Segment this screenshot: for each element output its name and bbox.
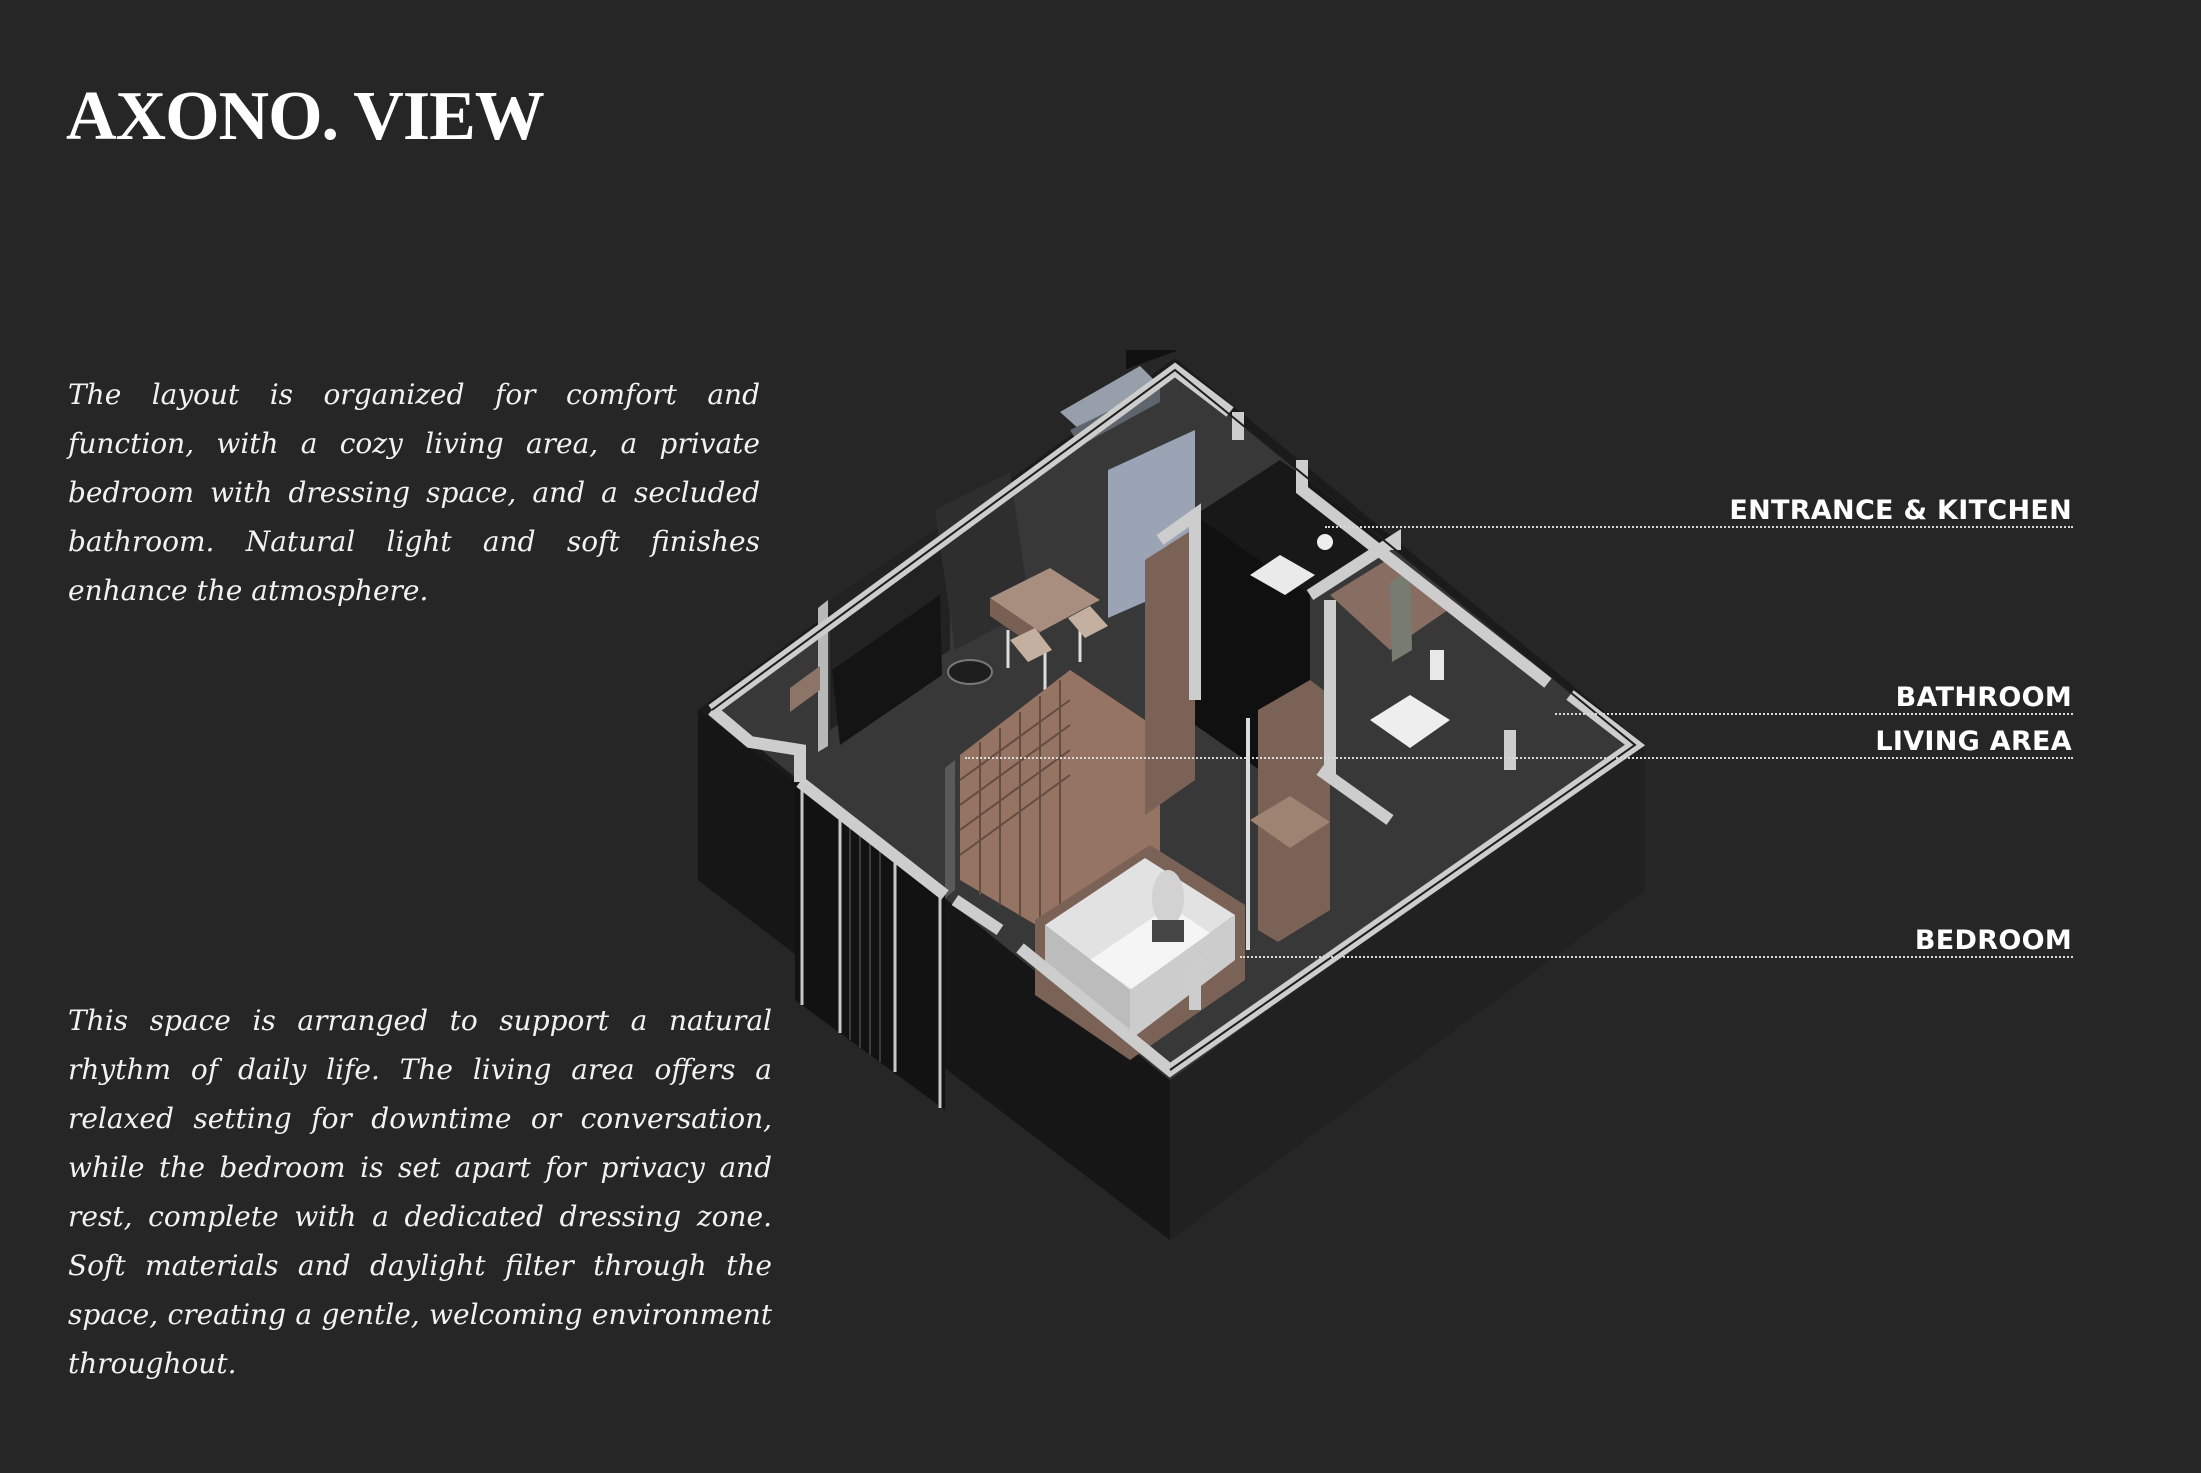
label-entrance-kitchen: ENTRANCE & KITCHEN xyxy=(1729,495,2072,526)
page-title: AXONO. VIEW xyxy=(66,78,545,155)
label-living-area: LIVING AREA xyxy=(1875,726,2072,757)
wall-inner-edge xyxy=(711,368,1637,1071)
window-curtains xyxy=(795,782,945,1110)
label-bedroom: BEDROOM xyxy=(1914,925,2072,956)
dining-table xyxy=(990,568,1108,690)
bedroom-leader-line xyxy=(1240,956,2073,958)
bathroom-leader-line xyxy=(1555,713,2073,715)
dressing-wardrobe xyxy=(1246,680,1330,950)
description-paragraph-2: This space is arranged to support a natu… xyxy=(68,1004,772,1380)
living-area-leader-line xyxy=(965,757,2073,759)
description-paragraph-1: The layout is organized for comfort and … xyxy=(68,378,760,607)
entrance-kitchen-leader-line xyxy=(1325,526,2073,528)
label-bathroom: BATHROOM xyxy=(1895,682,2072,713)
axonometric-floor-plan xyxy=(690,350,1670,1250)
